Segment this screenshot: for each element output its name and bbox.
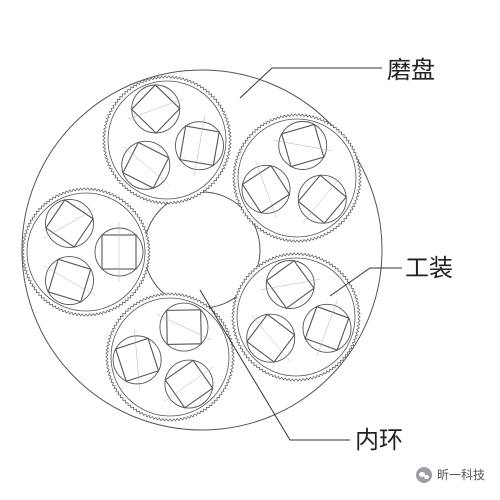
- workpiece-square: [265, 259, 315, 310]
- construction-line: [302, 176, 342, 223]
- construction-line: [251, 315, 291, 362]
- workpiece: [297, 174, 348, 224]
- fixture-body: [26, 192, 146, 312]
- fixture-4: [231, 252, 361, 382]
- workpiece-square: [241, 165, 291, 214]
- workpiece: [175, 116, 224, 176]
- wechat-icon: [416, 466, 432, 483]
- workpiece-pocket: [159, 302, 209, 352]
- grinding-disc: [21, 69, 383, 431]
- workpiece-pocket: [278, 121, 328, 170]
- watermark-text: 昕一科技: [437, 468, 486, 482]
- construction-line: [260, 279, 320, 290]
- workpiece: [127, 84, 184, 134]
- leader-line-fixture: [329, 267, 402, 297]
- workpiece: [43, 256, 96, 306]
- construction-line: [122, 145, 169, 185]
- construction-line: [127, 98, 184, 120]
- workpiece-square: [130, 84, 181, 134]
- workpiece-square: [246, 313, 296, 363]
- construction-line: [316, 300, 338, 357]
- fixture-3: [21, 187, 151, 317]
- construction-line: [43, 265, 96, 296]
- construction-line: [255, 161, 277, 218]
- fixture-gear-teeth: [231, 252, 361, 382]
- workpiece-square: [45, 199, 94, 248]
- fixture-2: [232, 113, 362, 243]
- workpiece-square: [115, 337, 160, 382]
- fixture-body: [107, 80, 227, 200]
- fixture-gear-teeth: [21, 187, 151, 317]
- workpiece-pocket: [297, 174, 347, 224]
- workpiece: [273, 121, 333, 170]
- workpiece-pocket: [302, 303, 352, 353]
- fixture-gear-teeth: [105, 292, 235, 422]
- label-grinding-disc: 磨盘: [387, 56, 435, 84]
- workpiece-square: [122, 141, 170, 189]
- fixture-body: [236, 257, 356, 377]
- fixture-1: [102, 75, 232, 205]
- label-inner-ring: 内环: [355, 426, 403, 454]
- workpiece-square: [166, 309, 202, 345]
- leader-line-disc: [239, 67, 382, 99]
- fixture-gear-teeth: [102, 75, 232, 205]
- workpiece: [121, 140, 171, 190]
- construction-line: [273, 140, 333, 151]
- workpiece-pocket: [45, 198, 94, 248]
- construction-line: [164, 366, 214, 402]
- construction-line: [194, 116, 205, 176]
- construction-line: [156, 314, 212, 340]
- workpiece: [302, 300, 352, 357]
- fixture-5: [105, 292, 235, 422]
- workpiece-pocket: [241, 164, 291, 214]
- workpiece-square: [47, 258, 92, 303]
- leader-lines: [199, 67, 402, 441]
- workpiece: [156, 302, 212, 352]
- workpiece-pocket: [164, 359, 214, 409]
- leader-line-ring: [199, 289, 350, 441]
- workpiece-pocket: [246, 313, 296, 363]
- workpiece-pocket: [175, 121, 224, 171]
- workpiece-pocket: [265, 260, 315, 309]
- workpiece: [164, 359, 214, 409]
- workpiece: [246, 313, 296, 363]
- workpiece-square: [281, 123, 325, 168]
- workpiece-pocket: [112, 335, 162, 385]
- construction-line: [134, 329, 140, 390]
- label-fixture: 工装: [405, 254, 453, 282]
- workpiece: [241, 161, 291, 218]
- construction-line: [43, 208, 96, 239]
- workpiece: [112, 329, 162, 390]
- workpiece: [94, 222, 144, 282]
- workpiece-pocket: [45, 256, 94, 306]
- workpiece: [260, 259, 320, 310]
- watermark: 昕一科技: [416, 466, 485, 483]
- fixture-body: [110, 297, 230, 417]
- fixtures: [21, 75, 362, 422]
- workpiece: [43, 198, 96, 248]
- fixture-body: [237, 118, 357, 238]
- workpiece-pocket: [121, 140, 171, 190]
